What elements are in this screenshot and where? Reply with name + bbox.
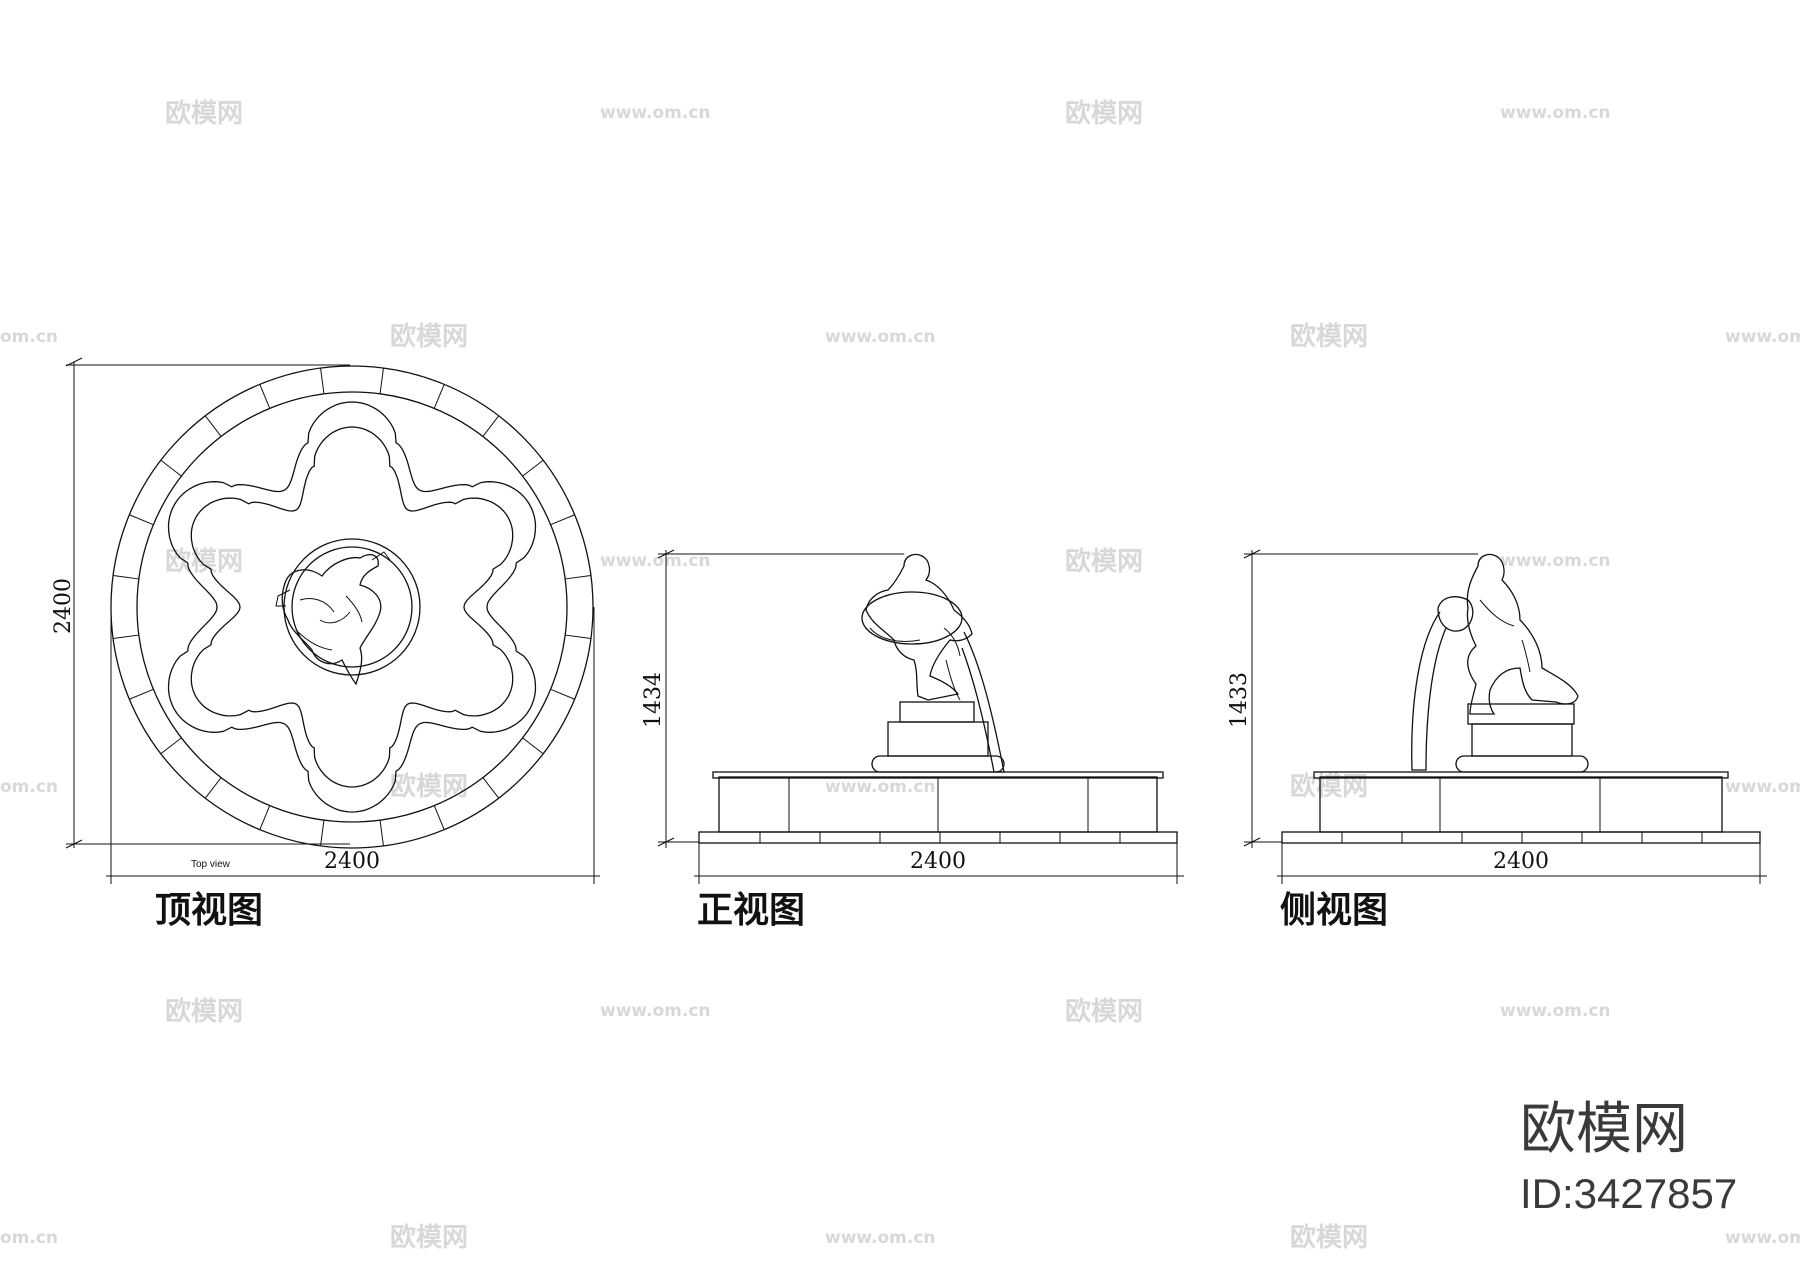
- watermark-url: www.om.cn: [600, 551, 711, 571]
- ring-joint: [522, 737, 544, 755]
- watermark-logo: 欧模网: [1065, 996, 1143, 1027]
- ring-joint: [565, 575, 592, 580]
- flower-basin-inner: [190, 426, 514, 788]
- watermark-url: www.om.cn: [825, 777, 936, 797]
- watermark-logo: 欧模网: [165, 546, 243, 577]
- ring-joint: [379, 367, 384, 394]
- ring-joint: [482, 415, 500, 437]
- dim-front-width: 2400: [910, 849, 966, 874]
- ring-joint: [112, 634, 139, 639]
- watermark-url: om.cn: [0, 1228, 58, 1248]
- ring-joint: [259, 384, 271, 409]
- outer-stone-ring: [110, 365, 594, 849]
- watermark-logo: 欧模网: [390, 771, 468, 802]
- watermark-url: om.cn: [0, 777, 58, 797]
- watermark-url: www.om.cn: [1500, 103, 1611, 123]
- watermark-url: www.om.cn: [1725, 777, 1800, 797]
- watermark-logo: 欧模网: [390, 321, 468, 352]
- front-view: 1434 2400 正视图: [641, 549, 1184, 931]
- watermark-logo: 欧模网: [165, 98, 243, 129]
- statue-front-figure: [861, 553, 1005, 773]
- watermark-url: www.om.cn: [1500, 551, 1611, 571]
- dim-front-horizontal: [694, 843, 1184, 884]
- ring-joint: [433, 384, 445, 409]
- watermark-url: www.om.cn: [600, 103, 711, 123]
- dim-side-horizontal: [1277, 843, 1767, 884]
- ring-joint: [550, 514, 575, 526]
- ring-joint: [379, 820, 384, 847]
- watermark-logo: 欧模网: [1290, 321, 1368, 352]
- ring-joint: [204, 777, 222, 799]
- dim-side-height: 1433: [1227, 672, 1252, 728]
- watermark-url: www.om.cn: [1725, 1228, 1800, 1248]
- dim-top-height: 2400: [51, 578, 76, 634]
- watermark-url: om.cn: [0, 327, 58, 347]
- ring-joint: [550, 688, 575, 700]
- basin-wall: [1313, 771, 1729, 833]
- top-view-label: Top view: [191, 859, 231, 870]
- caption-front-view: 正视图: [697, 889, 805, 931]
- watermark-logo: 欧模网: [1065, 98, 1143, 129]
- watermark-logo: 欧模网: [1290, 1222, 1368, 1253]
- caption-side-view: 侧视图: [1280, 889, 1388, 931]
- ring-joint: [160, 737, 182, 755]
- base-plinth: [1281, 831, 1761, 844]
- ring-joint: [129, 514, 154, 526]
- brand-id: ID:3427857: [1520, 1170, 1737, 1217]
- watermark-logo: 欧模网: [1290, 771, 1368, 802]
- central-pedestal: [283, 538, 421, 676]
- watermark-logo: 欧模网: [390, 1222, 468, 1253]
- ring-joint: [565, 634, 592, 639]
- pedestal: [1455, 703, 1589, 773]
- watermark-url: www.om.cn: [1725, 327, 1800, 347]
- ring-joint: [433, 805, 445, 830]
- ring-joint: [160, 459, 182, 477]
- watermark-url: www.om.cn: [825, 327, 936, 347]
- watermark-url: www.om.cn: [825, 1228, 936, 1248]
- ring-joint: [320, 367, 325, 394]
- ring-joint: [259, 805, 271, 830]
- ring-joint: [522, 459, 544, 477]
- base-plinth: [698, 831, 1178, 844]
- dim-side-vertical: [1243, 549, 1478, 848]
- dim-front-height: 1434: [641, 672, 666, 728]
- statue-side-figure: [1411, 553, 1579, 771]
- statue-plan-figure: [275, 551, 391, 686]
- watermark-url: www.om.cn: [1500, 1001, 1611, 1021]
- dim-top-width: 2400: [324, 849, 380, 874]
- top-view: 2400 2400 Top view 顶视图: [51, 357, 600, 931]
- flower-basin-outer: [167, 401, 537, 813]
- basin-wall: [712, 771, 1164, 833]
- brand-stamp: 欧模网 ID:3427857: [1520, 1097, 1737, 1217]
- ring-joint: [129, 688, 154, 700]
- side-view: 1433 2400 侧视图: [1227, 549, 1767, 931]
- watermark-layer: 欧模网 www.om.cn 欧模网 www.om.cn om.cn 欧模网 ww…: [0, 98, 1800, 1253]
- pedestal: [871, 701, 1005, 773]
- dim-top-vertical: [65, 357, 350, 849]
- ring-joint: [112, 575, 139, 580]
- watermark-logo: 欧模网: [1065, 546, 1143, 577]
- ring-joint: [482, 777, 500, 799]
- dim-top-horizontal: [106, 607, 600, 884]
- caption-top-view: 顶视图: [155, 889, 263, 931]
- brand-logo: 欧模网: [1520, 1097, 1688, 1162]
- ring-joint: [204, 415, 222, 437]
- dim-front-vertical: [657, 549, 904, 848]
- watermark-logo: 欧模网: [165, 996, 243, 1027]
- dim-side-width: 2400: [1493, 849, 1549, 874]
- ring-joint: [320, 820, 325, 847]
- watermark-url: www.om.cn: [600, 1001, 711, 1021]
